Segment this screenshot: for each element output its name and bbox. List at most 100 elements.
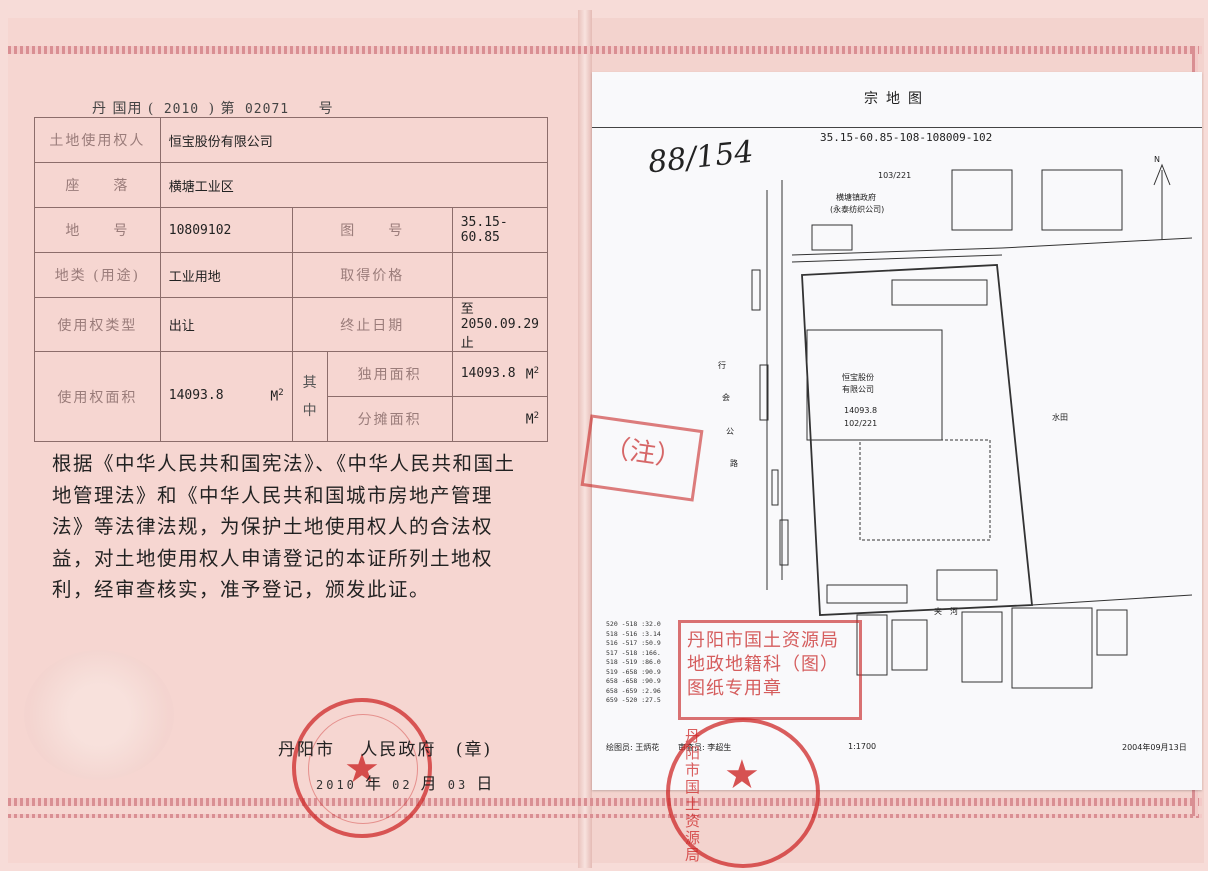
table-row: 分摊面积 M2 xyxy=(35,396,549,442)
neighbor-name: 横塘镇政府 xyxy=(836,193,876,202)
road-char-3: 公 xyxy=(726,427,734,436)
east-label: 水田 xyxy=(1052,413,1068,422)
lot-value: 10809102 xyxy=(159,207,293,253)
location-value: 横塘工业区 xyxy=(159,162,549,208)
coord-line: 520 -518 :32.0 xyxy=(606,620,661,628)
header-number: 02071 xyxy=(240,102,294,118)
coord-line: 516 -517 :50.9 xyxy=(606,639,661,647)
coord-line: 659 -520 :27.5 xyxy=(606,696,661,704)
table-row: 地 号 10809102 图 号 35.15-60.85 xyxy=(34,207,549,253)
shared-unit: M2 xyxy=(526,411,539,427)
north-label: N xyxy=(1154,155,1160,164)
neighbor-note: (永泰纺织公司) xyxy=(830,205,885,214)
seal-star-icon: ★ xyxy=(344,746,380,792)
seal-inner-ring xyxy=(308,714,418,824)
certificate-number-line: 丹 国用 ( 2010 ) 第 02071 号 xyxy=(92,98,334,118)
date-year-char: 年 xyxy=(365,774,385,793)
header-suffix: 号 xyxy=(318,101,334,117)
exclusive-cell: 14093.8 M2 xyxy=(451,351,549,397)
map-approval-stamp: 丹阳市国土资源局 地政地籍科（图） 图纸专用章 xyxy=(678,620,862,720)
site-map-code: 35.15-60.85-108-108009-102 xyxy=(820,131,993,144)
date-day-char: 日 xyxy=(476,774,496,793)
land-bureau-seal: 丹阳市国土资源局 ★ xyxy=(666,718,820,868)
road-char-1: 行 xyxy=(718,361,726,370)
boundary-coordinate-table: 520 -518 :32.0 518 -516 :3.14 516 -517 :… xyxy=(606,620,661,706)
parcel-drawing xyxy=(751,163,1192,689)
date-month-char: 月 xyxy=(420,774,440,793)
exclusive-unit: M2 xyxy=(526,366,539,382)
holder-label: 土地使用权人 xyxy=(34,117,161,163)
use-label: 地类 (用途) xyxy=(34,252,161,298)
watermark-emblem xyxy=(24,650,174,780)
parcel-name-line-2: 有限公司 xyxy=(842,385,874,394)
coord-line: 658 -658 :90.9 xyxy=(606,677,661,685)
superscript-2: 2 xyxy=(278,388,284,399)
map-no-label: 图 号 xyxy=(291,207,453,253)
south-label: 夹 河 xyxy=(934,607,958,616)
superscript-2: 2 xyxy=(533,365,539,376)
header-year: 2010 xyxy=(159,102,204,118)
of-which-char-1: 其 xyxy=(302,374,317,391)
date-day: 03 xyxy=(447,778,469,792)
coord-line: 518 -519 :86.0 xyxy=(606,658,661,666)
coord-line: 658 -659 :2.96 xyxy=(606,686,661,695)
map-no-value: 35.15-60.85 xyxy=(451,207,549,253)
decorative-band-bottom xyxy=(8,798,1202,806)
neighbor-code: 103/221 xyxy=(878,171,912,180)
stamp-line-1: 丹阳市国土资源局 xyxy=(687,630,839,651)
right-type-label: 使用权类型 xyxy=(34,297,161,352)
table-row: 地类 (用途) 工业用地 取得价格 xyxy=(34,252,549,298)
decorative-band-top xyxy=(8,46,1202,54)
exclusive-unit-text: M xyxy=(525,367,534,383)
issue-date: 2010 年 02 月 03 日 xyxy=(316,770,495,794)
stamp-line-3: 图纸专用章 xyxy=(687,678,782,699)
parcel-area: 14093.8 xyxy=(844,406,878,415)
header-prefix: 丹 国用 ( xyxy=(92,101,155,117)
table-row: 使用权面积 14093.8 M2 其 中 独用面积 14093.8 M2 xyxy=(34,351,549,442)
government-seal: ★ xyxy=(292,698,432,838)
road-char-4: 路 xyxy=(730,459,738,468)
authority-gov: 人民政府 xyxy=(360,740,437,760)
shared-label: 分摊面积 xyxy=(326,396,453,442)
booklet-spine xyxy=(578,10,592,868)
seal-star-icon: ★ xyxy=(724,752,760,798)
area-unit-text: M xyxy=(270,389,279,405)
price-value xyxy=(451,252,549,298)
end-date-label: 终止日期 xyxy=(291,297,453,352)
holder-value: 恒宝股份有限公司 xyxy=(159,117,549,163)
date-month: 02 xyxy=(392,778,413,792)
road-char-2: 会 xyxy=(722,393,730,402)
table-row: 座 落 横塘工业区 xyxy=(34,162,549,208)
authority-city: 丹阳市 xyxy=(278,740,335,760)
lot-label: 地 号 xyxy=(34,207,161,253)
area-cell: 14093.8 M2 xyxy=(159,351,293,442)
surveyor-label: 绘图员: 王炳花 xyxy=(606,743,660,752)
legal-statement: 根据《中华人民共和国宪法》、《中华人民共和国土地管理法》和《中华人民共和国城市房… xyxy=(52,452,516,601)
table-row: 土地使用权人 恒宝股份有限公司 xyxy=(34,117,549,163)
end-date-value: 至2050.09.29止 xyxy=(451,297,549,352)
superscript-2: 2 xyxy=(533,410,539,421)
right-type-value: 出让 xyxy=(159,297,293,352)
shared-unit-text: M xyxy=(525,412,534,428)
header-middle: ) 第 xyxy=(208,101,236,117)
coord-line: 519 -658 :90.9 xyxy=(606,667,661,676)
map-scale: 1:1700 xyxy=(848,742,877,751)
exclusive-value: 14093.8 xyxy=(460,365,516,381)
location-label: 座 落 xyxy=(34,162,161,208)
map-date: 2004年09月13日 xyxy=(1122,743,1187,752)
issuing-authority: 丹阳市 人民政府 (章) xyxy=(278,735,492,760)
area-unit: M2 xyxy=(270,388,283,404)
of-which-char-2: 中 xyxy=(302,402,317,419)
of-which-label: 其 中 xyxy=(291,351,328,442)
site-map-frame xyxy=(592,127,1202,728)
price-label: 取得价格 xyxy=(291,252,453,298)
table-row: 使用权类型 出让 终止日期 至2050.09.29止 xyxy=(34,297,549,352)
stamp-line-2: 地政地籍科（图） xyxy=(687,654,839,675)
parcel-code: 102/221 xyxy=(844,419,878,428)
shared-cell: M2 xyxy=(451,396,549,442)
decorative-band-bottom-thin xyxy=(8,814,1202,818)
area-value: 14093.8 xyxy=(168,388,224,404)
site-map-title: 宗地图 xyxy=(864,91,930,107)
seal-ring-text: 丹阳市国土资源局 xyxy=(683,728,701,864)
date-year: 2010 xyxy=(316,778,357,792)
